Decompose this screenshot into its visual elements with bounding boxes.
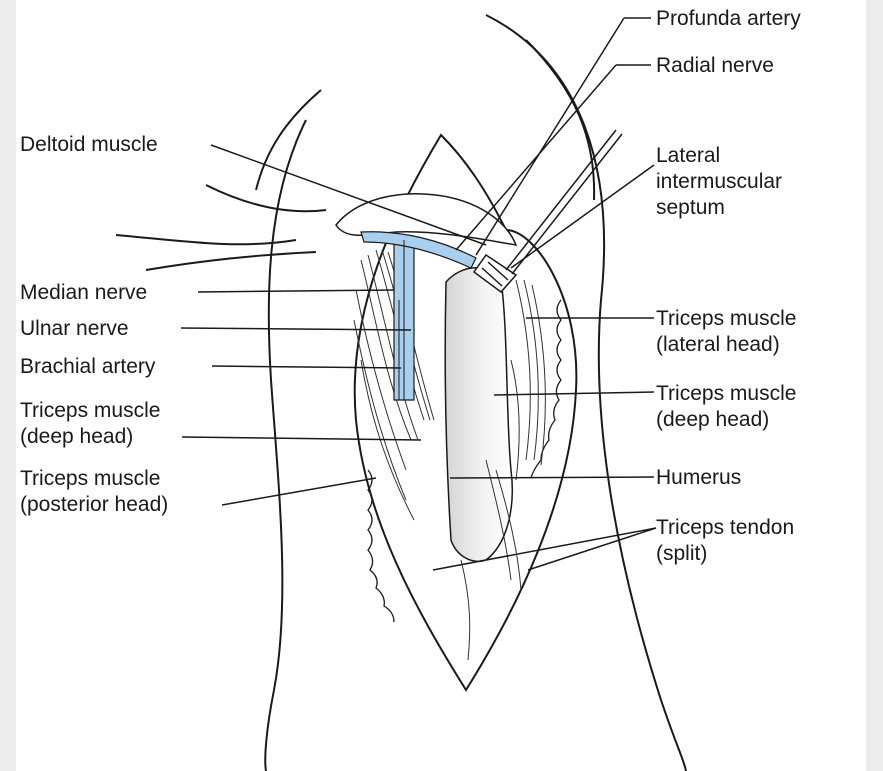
label-brachial-artery: Brachial artery — [20, 354, 155, 379]
label-ulnar-nerve: Ulnar nerve — [20, 316, 129, 341]
label-triceps-lateral-line2: (lateral head) — [656, 332, 780, 357]
label-triceps-posterior-line1: Triceps muscle — [20, 466, 160, 491]
label-lateral-septum-line1: Lateral — [656, 143, 720, 168]
label-triceps-posterior-line2: (posterior head) — [20, 492, 168, 517]
label-median-nerve: Median nerve — [20, 280, 147, 305]
label-profunda-artery: Profunda artery — [656, 6, 801, 31]
label-triceps-deep-left-line2: (deep head) — [20, 424, 133, 449]
label-humerus: Humerus — [656, 465, 741, 490]
label-deltoid-muscle: Deltoid muscle — [20, 132, 158, 157]
label-triceps-deep-right-line1: Triceps muscle — [656, 381, 796, 406]
label-triceps-deep-left-line1: Triceps muscle — [20, 398, 160, 423]
label-triceps-tendon-line1: Triceps tendon — [656, 515, 794, 540]
anatomy-figure: Profunda artery Radial nerve Deltoid mus… — [16, 0, 866, 771]
label-lateral-septum-line2: intermuscular — [656, 169, 782, 194]
label-lateral-septum-line3: septum — [656, 195, 725, 220]
humerus-shape — [445, 268, 512, 561]
label-radial-nerve: Radial nerve — [656, 53, 774, 78]
label-triceps-tendon-line2: (split) — [656, 541, 707, 566]
label-triceps-lateral-line1: Triceps muscle — [656, 306, 796, 331]
label-triceps-deep-right-line2: (deep head) — [656, 407, 769, 432]
